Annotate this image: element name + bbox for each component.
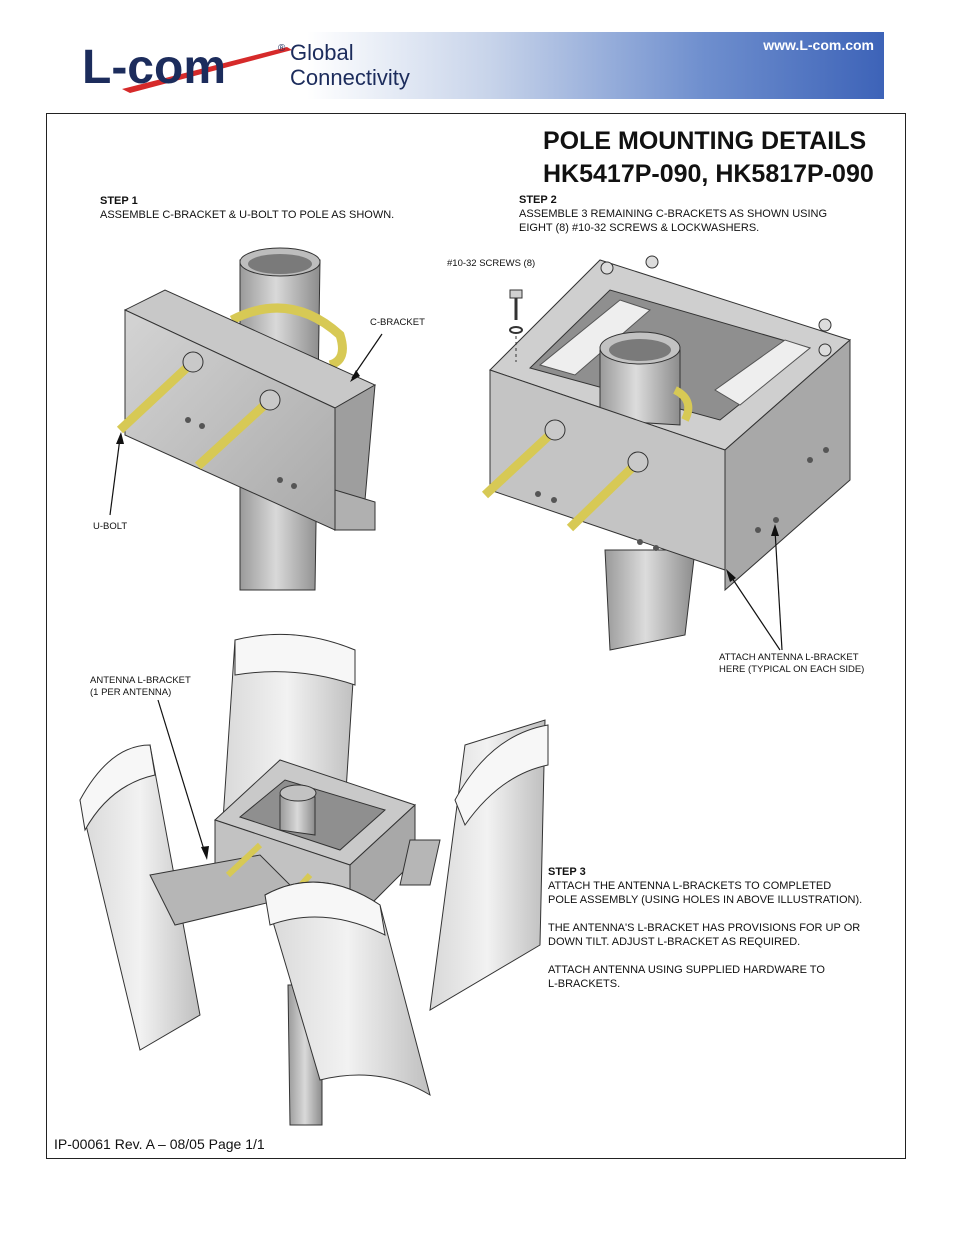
document-footer: IP-00061 Rev. A – 08/05 Page 1/1 xyxy=(54,1136,265,1152)
attach-label: ATTACH ANTENNA L-BRACKET HERE (TYPICAL O… xyxy=(719,652,864,676)
step3-p2-line2: DOWN TILT. ADJUST L-BRACKET AS REQUIRED. xyxy=(548,936,801,948)
model-numbers: HK5417P-090, HK5817P-090 xyxy=(543,160,874,188)
logo-wordmark: L-com xyxy=(82,41,226,94)
step2-arrows xyxy=(726,524,783,651)
brand-tagline-global: Global xyxy=(290,40,354,65)
attach-label-line2: HERE (TYPICAL ON EACH SIDE) xyxy=(719,664,865,675)
ubolt-label: U-BOLT xyxy=(93,521,128,532)
step1-block: STEP 1 ASSEMBLE C-BRACKET & U-BOLT TO PO… xyxy=(100,194,394,222)
cbracket-label: C-BRACKET xyxy=(370,317,425,328)
step2-block: STEP 2 ASSEMBLE 3 REMAINING C-BRACKETS A… xyxy=(519,193,827,235)
step2-line2: EIGHT (8) #10-32 SCREWS & LOCKWASHERS. xyxy=(519,222,760,234)
step1-illustration xyxy=(116,247,377,591)
lcom-logo: L-com ® xyxy=(82,41,292,94)
step2-line1: ASSEMBLE 3 REMAINING C-BRACKETS AS SHOWN… xyxy=(519,208,828,220)
step3-p1-line2: POLE ASSEMBLY (USING HOLES IN ABOVE ILLU… xyxy=(548,894,863,906)
step3-p3-line2: L-BRACKETS. xyxy=(548,978,621,990)
brand-tagline-connectivity: Connectivity xyxy=(290,65,410,90)
step3-block: STEP 3 ATTACH THE ANTENNA L-BRACKETS TO … xyxy=(548,865,862,991)
step3-arrow xyxy=(157,699,209,860)
page-title: POLE MOUNTING DETAILS xyxy=(543,127,867,155)
website-link[interactable]: www.L-com.com xyxy=(763,37,874,53)
document-frame xyxy=(46,113,906,1159)
step1-text: ASSEMBLE C-BRACKET & U-BOLT TO POLE AS S… xyxy=(100,209,395,221)
step2-illustration xyxy=(481,255,851,651)
lbracket-label-line1: ANTENNA L-BRACKET xyxy=(90,675,191,686)
lbracket-label: ANTENNA L-BRACKET (1 PER ANTENNA) xyxy=(90,675,191,699)
step3-p1-line1: ATTACH THE ANTENNA L-BRACKETS TO COMPLET… xyxy=(548,880,832,892)
step3-heading: STEP 3 xyxy=(548,866,586,878)
step3-p2-line1: THE ANTENNA'S L-BRACKET HAS PROVISIONS F… xyxy=(548,922,861,934)
page-header: L-com ® Global Connectivity www.L-com.co… xyxy=(0,0,954,105)
screws-label: #10-32 SCREWS (8) xyxy=(447,258,536,269)
step3-illustration xyxy=(79,633,549,1126)
lbracket-label-line2: (1 PER ANTENNA) xyxy=(90,687,172,698)
header-banner xyxy=(60,32,884,99)
step2-heading: STEP 2 xyxy=(519,194,557,206)
step1-arrows xyxy=(109,333,383,516)
attach-label-line1: ATTACH ANTENNA L-BRACKET xyxy=(719,652,859,663)
step1-heading: STEP 1 xyxy=(100,195,138,207)
registered-mark: ® xyxy=(278,43,286,54)
step3-p3-line1: ATTACH ANTENNA USING SUPPLIED HARDWARE T… xyxy=(548,964,825,976)
